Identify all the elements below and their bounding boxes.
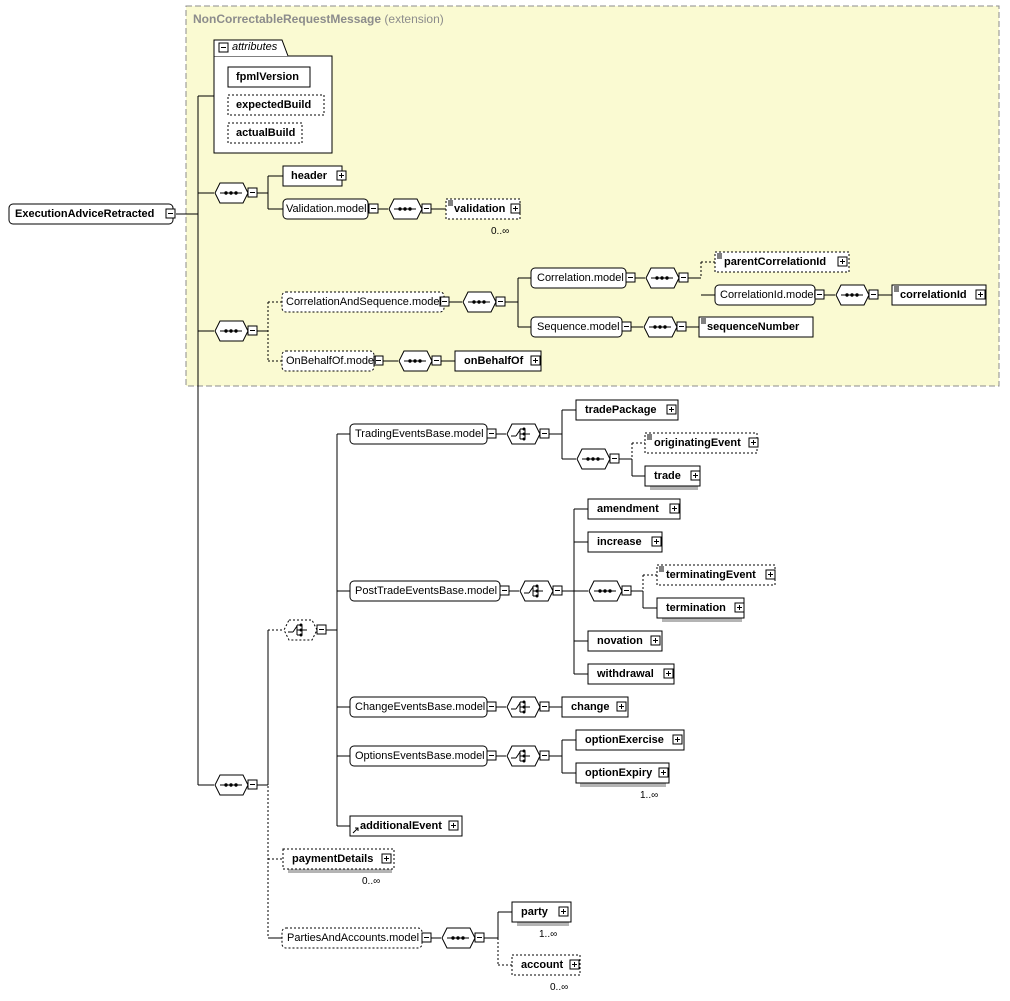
increase-box [587,531,663,553]
model-trading-events-base[interactable]: TradingEventsBase.model [355,428,484,440]
occurrence-option-expiry: 1..∞ [640,790,659,801]
element-account[interactable]: account [521,959,564,971]
change-box [561,696,629,718]
element-terminating-event[interactable]: terminatingEvent [666,569,756,581]
element-originating-event[interactable]: originatingEvent [654,437,741,449]
option-expiry-box [575,762,670,784]
model-correlation-id[interactable]: CorrelationId.model [720,289,816,301]
attribute-box-actualbuild [227,122,303,144]
extension-kind: (extension) [384,12,444,26]
model-change-events-base[interactable]: ChangeEventsBase.model [355,701,486,713]
element-novation[interactable]: novation [597,635,643,647]
model-post-trade-events-base[interactable]: PostTradeEventsBase.model [355,585,498,597]
element-sequence-number[interactable]: sequenceNumber [707,321,800,333]
account-box [511,954,581,976]
party-box [511,901,572,923]
boxes [8,165,987,976]
occurrence-validation: 0..∞ [491,226,510,237]
element-trade[interactable]: trade [654,470,681,482]
attribute-fpmlversion: fpmlVersion [236,71,299,83]
parent-correlation-id-box [714,251,850,273]
attributes-title: attributes [232,41,278,53]
element-parent-correlation-id[interactable]: parentCorrelationId [724,256,827,268]
correlation-and-sequence-model-box [281,291,445,313]
occurrence-account: 0..∞ [550,982,569,993]
amendment-box [587,498,681,520]
attribute-box-expectedbuild [227,94,325,116]
element-validation[interactable]: validation [454,203,506,215]
element-trade-package[interactable]: tradePackage [585,404,657,416]
occurrence-party: 1..∞ [539,929,558,940]
element-additional-event[interactable]: additionalEvent [360,820,442,832]
element-termination[interactable]: termination [666,602,726,614]
model-correlation-and-sequence[interactable]: CorrelationAndSequence.model [286,296,442,308]
root-collapse-icon[interactable] [165,208,176,219]
element-withdrawal[interactable]: withdrawal [597,668,654,680]
element-change[interactable]: change [571,701,610,713]
novation-box [587,630,663,652]
model-on-behalf-of[interactable]: OnBehalfOf.model [286,355,377,367]
optional-connectors [267,261,715,966]
occurrence-payment-details: 0..∞ [362,876,381,887]
element-option-exercise[interactable]: optionExercise [585,734,664,746]
correlation-id-box [891,284,987,306]
reference-arrow-icon [352,827,359,834]
additional-event-box [349,815,463,837]
extension-title: NonCorrectableRequestMessage (extension) [193,12,444,26]
on-behalf-of-box [454,350,542,372]
element-on-behalf-of[interactable]: onBehalfOf [464,355,524,367]
sequence-number-box [698,316,814,338]
element-increase[interactable]: increase [597,536,642,548]
withdrawal-box [587,663,675,685]
extension-name: NonCorrectableRequestMessage [193,12,382,26]
element-party[interactable]: party [521,906,548,918]
model-sequence[interactable]: Sequence.model [537,321,620,333]
validation-model-box [282,198,369,220]
element-correlation-id[interactable]: correlationId [900,289,967,301]
element-option-expiry[interactable]: optionExpiry [585,767,653,779]
option-exercise-box [575,729,685,751]
trade-package-box [575,399,679,421]
attribute-box-fpmlversion [227,66,311,88]
collapse-icon[interactable] [218,42,229,53]
element-payment-details[interactable]: paymentDetails [292,853,374,865]
model-correlation[interactable]: Correlation.model [537,272,624,284]
payment-details-box [282,848,395,870]
model-parties-and-accounts[interactable]: PartiesAndAccounts.model [287,932,420,944]
element-amendment[interactable]: amendment [597,503,659,515]
connectors [176,95,892,939]
attribute-expectedbuild: expectedBuild [236,99,312,111]
element-header[interactable]: header [291,170,328,182]
model-options-events-base[interactable]: OptionsEventsBase.model [355,750,485,762]
attribute-actualbuild: actualBuild [236,127,296,139]
model-validation[interactable]: Validation.model [286,203,367,215]
root-element[interactable]: ExecutionAdviceRetracted [15,208,155,220]
